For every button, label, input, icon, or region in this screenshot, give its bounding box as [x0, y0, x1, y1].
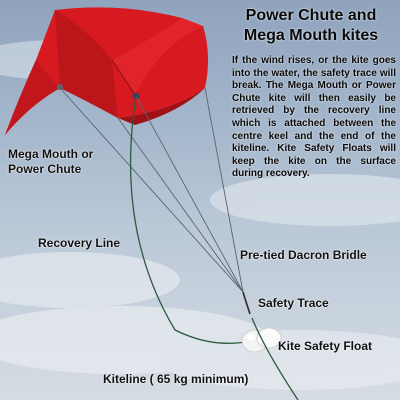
label-mega-mouth-line-2: Power Chute [8, 162, 82, 176]
safety-trace [242, 291, 251, 315]
label-bridle: Pre-tied Dacron Bridle [240, 248, 367, 262]
description-text: If the wind rises, or the kite goes into… [232, 55, 396, 180]
kite-safety-float [241, 327, 282, 353]
label-kiteline: Kiteline ( 65 kg minimum) [103, 372, 249, 386]
label-mega-mouth-line-1: Mega Mouth or [8, 147, 94, 161]
recovery-line [129, 95, 256, 344]
diagram-title: Power Chute and Mega Mouth kites [226, 6, 396, 46]
sky-clouds [0, 40, 400, 390]
label-mega-mouth: Mega Mouth or Power Chute [8, 147, 93, 177]
label-safety-trace: Safety Trace [258, 296, 329, 310]
label-recovery-line: Recovery Line [38, 236, 121, 250]
title-line-2: Mega Mouth kites [243, 27, 379, 44]
kite-canopy [5, 7, 209, 135]
title-line-1: Power Chute and [245, 7, 377, 24]
kiteline [251, 317, 299, 400]
bridle-lines [59, 87, 244, 293]
label-safety-float: Kite Safety Float [278, 339, 373, 353]
